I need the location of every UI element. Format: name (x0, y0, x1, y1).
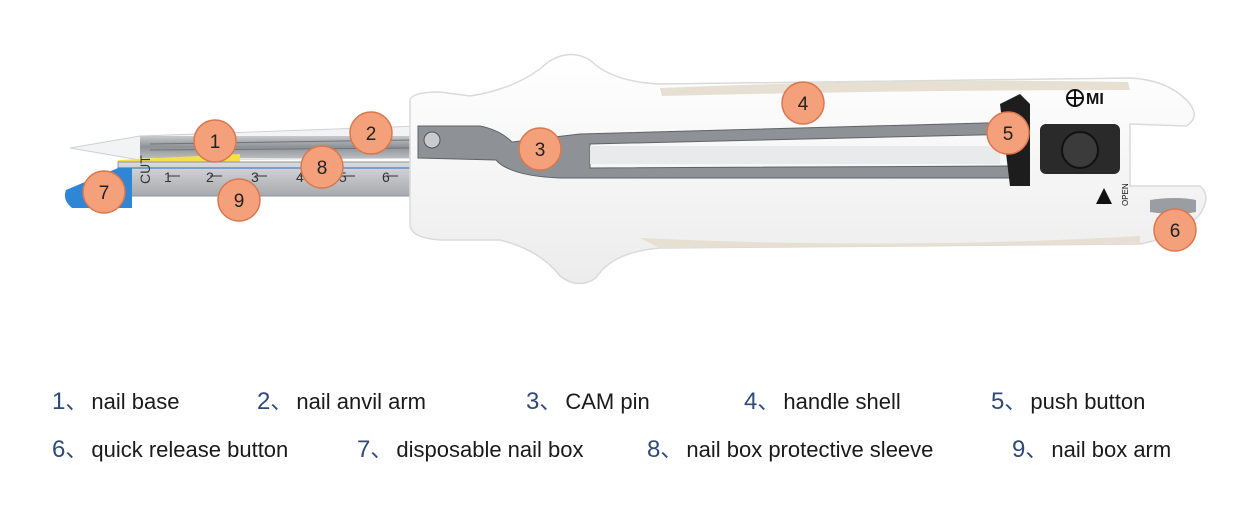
callout-number: 6 (1170, 221, 1181, 242)
legend-label: handle shell (783, 389, 901, 414)
legend-label: nail box protective sleeve (686, 437, 934, 462)
legend-separator: 、 (539, 389, 562, 414)
open-indicator: OPEN (1096, 183, 1130, 206)
legend-item-7: 7、disposable nail box (357, 432, 584, 464)
scale-tick-label: 6 (382, 169, 390, 185)
legend-label: CAM pin (565, 389, 650, 414)
legend-number: 9 (1012, 436, 1026, 463)
scale-tick-label: 4 (296, 169, 304, 185)
callout-circle (82, 170, 126, 214)
legend-number: 3 (526, 388, 540, 415)
legend-item-4: 4、handle shell (744, 384, 901, 416)
callout-1: 1 (193, 119, 237, 163)
legend-number: 7 (357, 436, 371, 463)
stapler-diagram: CUT 1 2 3 4 5 6 MI (64, 53, 1207, 285)
scale: CUT 1 2 3 4 5 6 (137, 155, 398, 185)
legend-item-9: 9、nail box arm (1012, 432, 1171, 464)
nail-box-arm (117, 161, 419, 197)
callout-4: 4 (781, 81, 825, 125)
legend-item-2: 2、nail anvil arm (257, 384, 426, 416)
callouts: 1 2 3 4 5 6 7 8 9 (82, 81, 1197, 252)
callout-number: 7 (99, 183, 110, 204)
stapler-illustration: CUT 1 2 3 4 5 6 MI (64, 53, 1207, 285)
quick-release-button (1150, 198, 1196, 214)
callout-circle (781, 81, 825, 125)
legend-separator: 、 (1025, 437, 1048, 462)
legend-item-1: 1、nail base (52, 384, 179, 416)
callout-circle (217, 178, 261, 222)
legend-separator: 、 (65, 389, 88, 414)
callout-circle (300, 145, 344, 189)
callout-circle (193, 119, 237, 163)
legend-separator: 、 (1004, 389, 1027, 414)
callout-number: 2 (366, 124, 377, 145)
brand-text: MI (1086, 91, 1104, 108)
legend-label: nail anvil arm (296, 389, 426, 414)
legend-separator: 、 (660, 437, 683, 462)
legend-number: 2 (257, 388, 271, 415)
legend-label: nail base (91, 389, 180, 414)
callout-2: 2 (349, 111, 393, 155)
legend-item-5: 5、push button (991, 384, 1145, 416)
scale-tick-label: 5 (339, 169, 347, 185)
legend: 1、nail base 2、nail anvil arm 3、CAM pin 4… (52, 384, 1222, 480)
legend-item-3: 3、CAM pin (526, 384, 650, 416)
legend-number: 4 (744, 388, 758, 415)
legend-row-2: 6、quick release button 7、disposable nail… (52, 432, 1222, 480)
callout-number: 3 (535, 140, 546, 161)
callout-circle (1153, 208, 1197, 252)
legend-separator: 、 (65, 437, 88, 462)
legend-separator: 、 (370, 437, 393, 462)
scale-tick-label: 3 (251, 169, 259, 185)
callout-number: 9 (234, 191, 245, 212)
brand-logo: MI (1066, 89, 1104, 108)
legend-item-8: 8、nail box protective sleeve (647, 432, 933, 464)
legend-separator: 、 (757, 389, 780, 414)
callout-5: 5 (986, 111, 1030, 155)
scale-tick-label: 1 (164, 169, 172, 185)
legend-number: 1 (52, 388, 66, 415)
callout-circle (518, 127, 562, 171)
callout-3: 3 (518, 127, 562, 171)
open-label: OPEN (1121, 183, 1130, 206)
legend-number: 6 (52, 436, 66, 463)
legend-row-1: 1、nail base 2、nail anvil arm 3、CAM pin 4… (52, 384, 1222, 432)
cut-label: CUT (137, 155, 153, 184)
legend-label: disposable nail box (396, 437, 584, 462)
legend-label: quick release button (91, 437, 289, 462)
callout-number: 8 (317, 158, 328, 179)
callout-number: 5 (1003, 124, 1014, 145)
callout-8: 8 (300, 145, 344, 189)
callout-7: 7 (82, 170, 126, 214)
legend-number: 8 (647, 436, 661, 463)
callout-number: 4 (798, 94, 809, 115)
callout-circle (986, 111, 1030, 155)
callout-circle (349, 111, 393, 155)
scale-tick-label: 2 (206, 169, 214, 185)
legend-label: push button (1030, 389, 1146, 414)
callout-6: 6 (1153, 208, 1197, 252)
legend-label: nail box arm (1051, 437, 1172, 462)
callout-number: 1 (210, 132, 221, 153)
legend-number: 5 (991, 388, 1005, 415)
legend-item-6: 6、quick release button (52, 432, 288, 464)
callout-9: 9 (217, 178, 261, 222)
cam-pin (417, 121, 1021, 179)
legend-separator: 、 (270, 389, 293, 414)
